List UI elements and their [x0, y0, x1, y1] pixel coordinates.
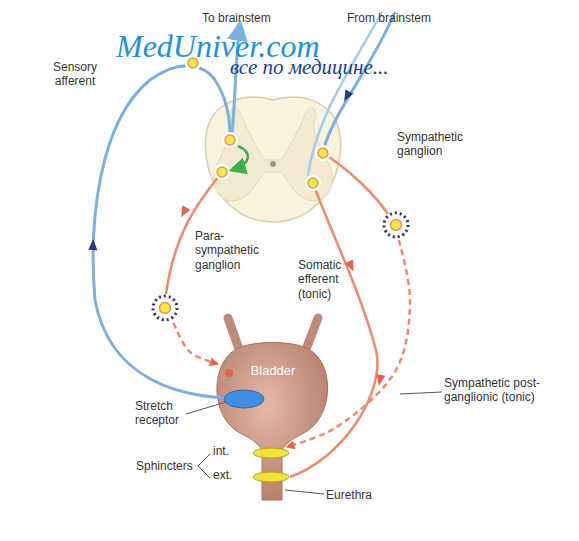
nerve-ending: [225, 369, 233, 377]
receptor-ellipse: [224, 390, 264, 408]
sympathetic-postganglionic: [286, 240, 410, 447]
arrowhead: [375, 374, 386, 386]
node-label: Bladder: [218, 363, 328, 379]
node-label: ext.: [213, 468, 247, 482]
sphincter-ring: [253, 472, 289, 482]
ganglion-outline: [381, 210, 411, 240]
neuron: [217, 167, 227, 177]
bladder: Bladder: [218, 345, 328, 430]
central-canal: [270, 161, 276, 167]
arrowhead: [88, 239, 97, 250]
sympathetic-preganglionic: [323, 153, 388, 214]
node-label: int.: [213, 444, 247, 458]
ureter: [228, 318, 240, 352]
node-label: Para- sympathetic ganglion: [195, 229, 275, 272]
neuron: [225, 135, 235, 145]
node-label: Sympathetic ganglion: [397, 130, 479, 159]
pathway-label: To brainstem: [202, 11, 292, 25]
sympathetic-ganglion: Sympathetic ganglion: [381, 210, 411, 240]
sphincter-outline: [252, 471, 290, 483]
arrowhead: [340, 89, 353, 103]
ganglion-cell: [160, 303, 171, 314]
neuron: [318, 148, 328, 158]
neuron-halo: [315, 145, 331, 161]
pathway-label: From brainstem: [347, 11, 447, 25]
node-label: Stretch receptor: [135, 399, 205, 428]
ganglion-ring: [153, 296, 177, 320]
leader-line: [285, 490, 324, 494]
sphincter-outline: [252, 447, 290, 459]
external-sphincter: ext.: [252, 471, 290, 483]
bladder-shape: [217, 343, 328, 501]
fiber-label: Sympathetic post-ganglionic (tonic): [444, 376, 544, 405]
ganglion-halo: [157, 300, 173, 316]
neuron: [308, 178, 318, 188]
ganglion-ring: [384, 213, 408, 237]
fiber-label: Sensory afferent: [44, 60, 106, 89]
part-label: Eurethra: [326, 488, 396, 502]
sphincter-ring: [253, 448, 289, 458]
stretch-receptor: Stretch receptor: [223, 389, 265, 409]
receptor-outline: [223, 389, 265, 409]
bracket: [198, 454, 210, 478]
ganglion-outline: [150, 293, 180, 323]
parasympathetic-ganglion: Para- sympathetic ganglion: [150, 293, 180, 323]
ureter: [305, 318, 318, 352]
leader-line: [186, 402, 226, 414]
ganglion-cell: [391, 220, 402, 231]
watermark: все по медицине...: [230, 57, 450, 78]
somatic-efferent-fiber: [290, 183, 377, 477]
neuron-halo: [214, 164, 230, 180]
part-label: Sphincters: [136, 459, 206, 473]
parasympathetic-postganglionic: [174, 323, 218, 364]
fiber-label: Somatic efferent (tonic): [298, 258, 358, 301]
neuron-halo: [305, 175, 321, 191]
arrowhead: [345, 260, 358, 274]
arrowhead: [177, 205, 190, 219]
leader-line: [400, 392, 442, 394]
ganglion-halo: [388, 217, 404, 233]
internal-sphincter: int.: [252, 447, 290, 459]
reflex-arrow: [232, 146, 248, 170]
neuron-halo: [222, 132, 238, 148]
descending-fiber: [324, 12, 395, 148]
